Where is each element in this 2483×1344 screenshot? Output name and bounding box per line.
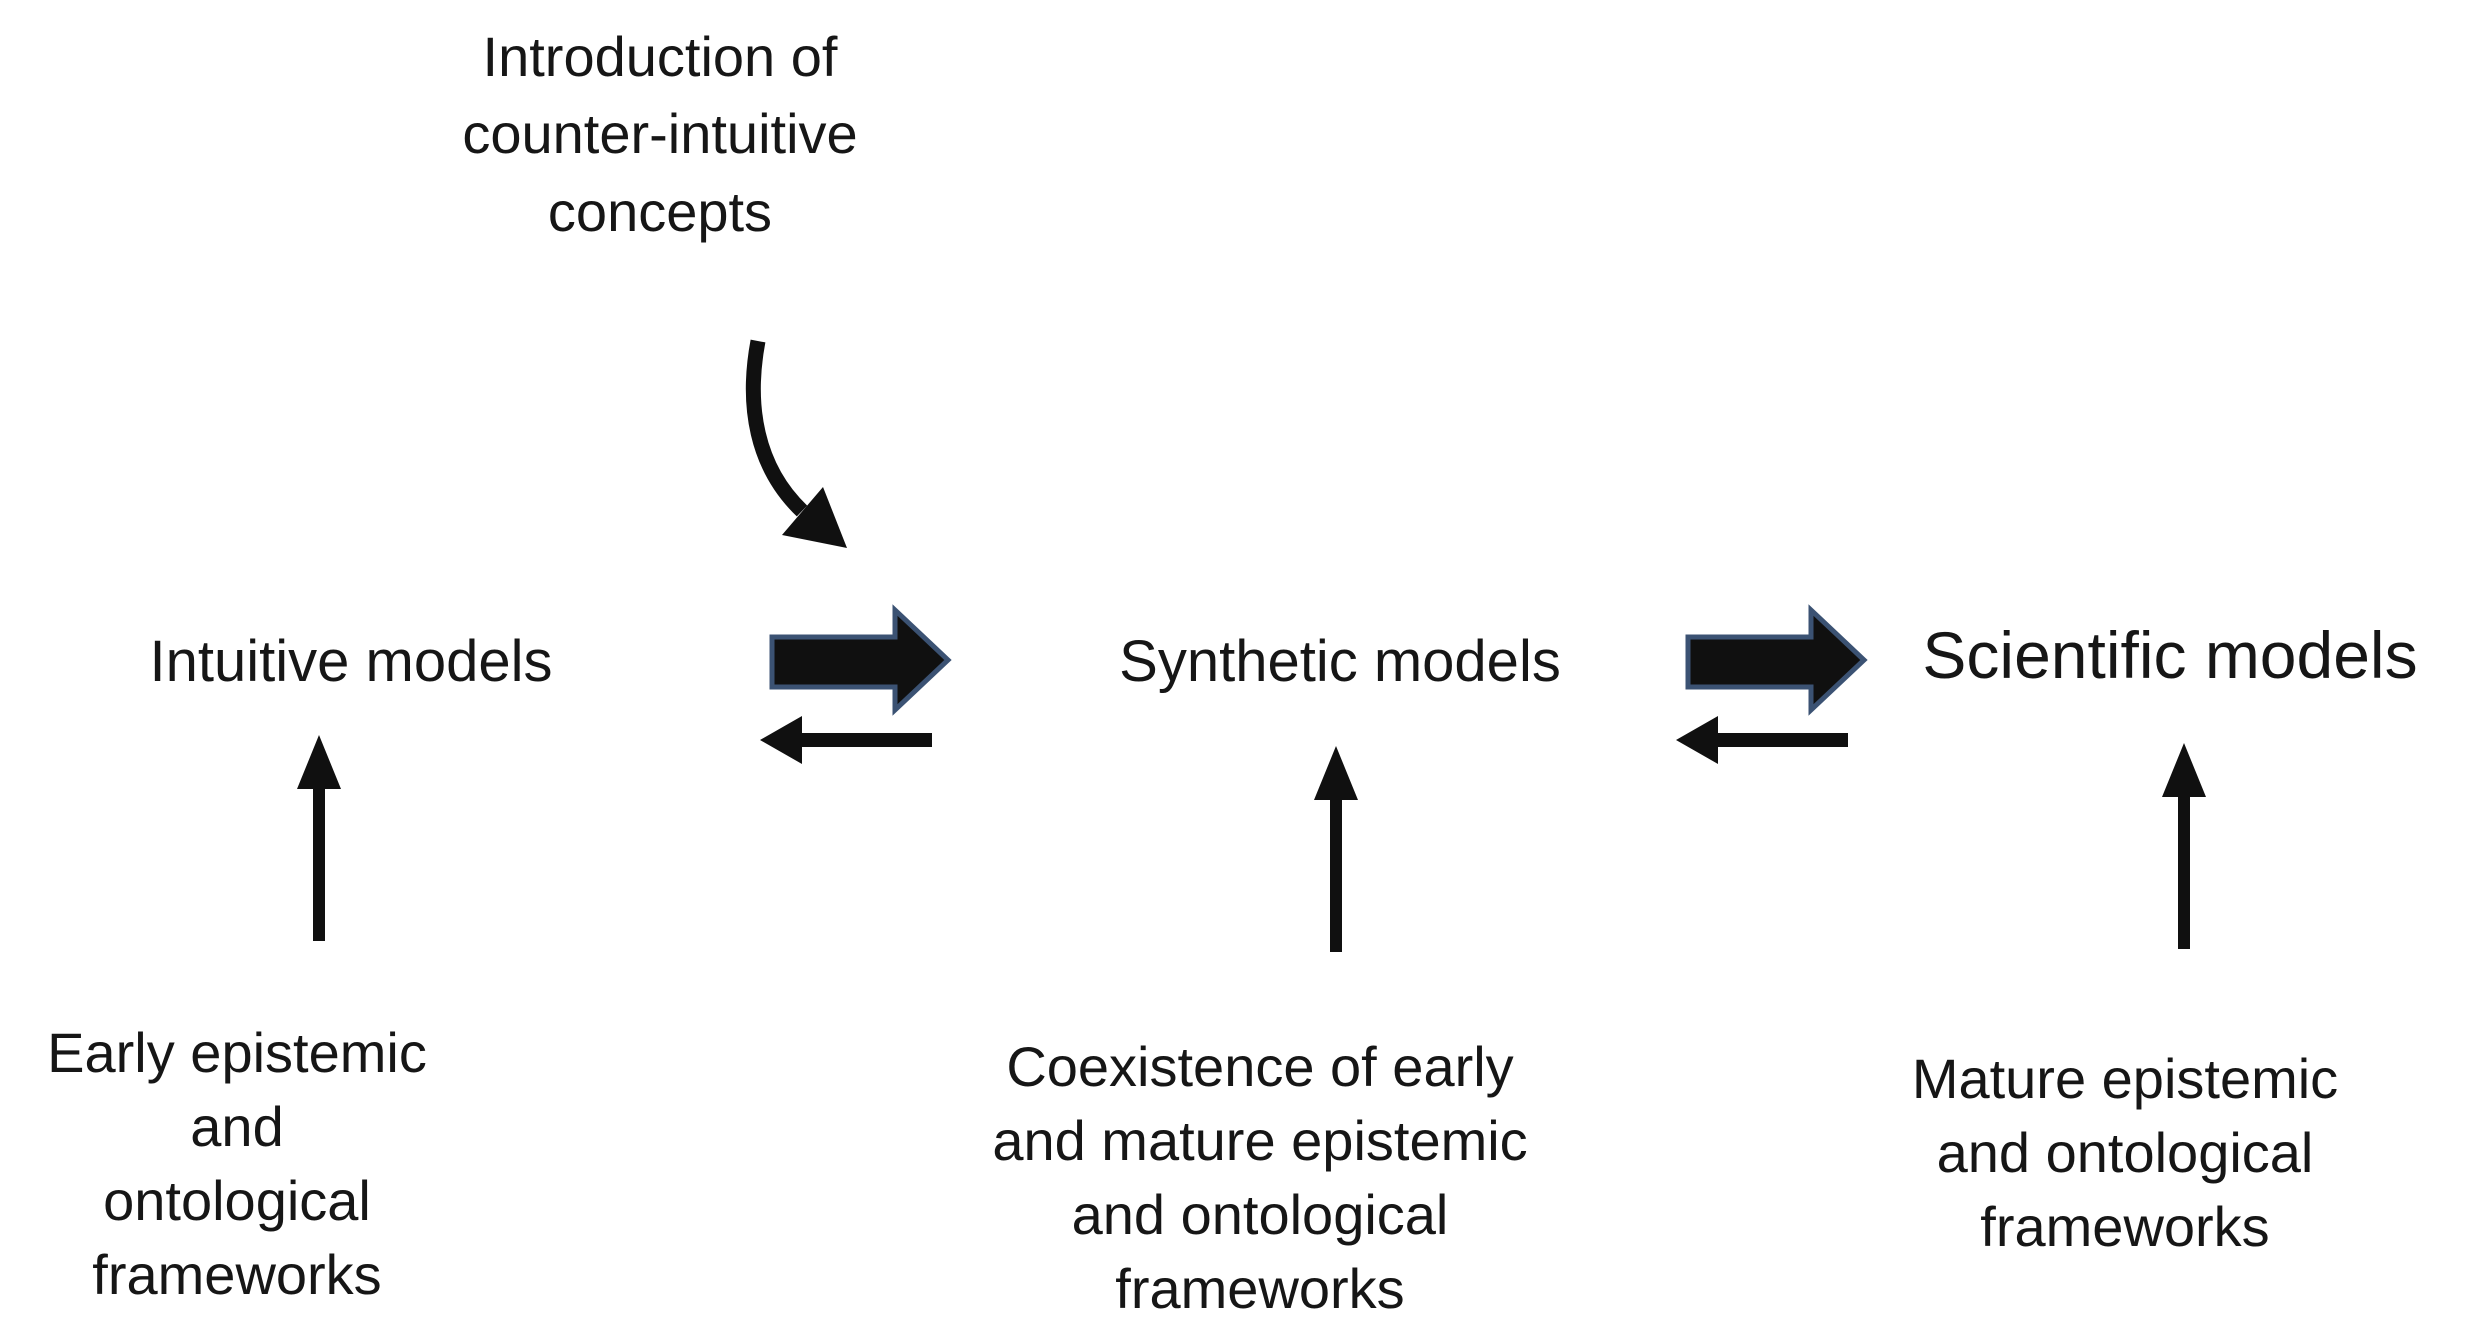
exchange-arrows-synthetic-scientific: [1676, 604, 1868, 764]
foundation-early-frameworks: Early epistemic and ontological framewor…: [47, 1021, 427, 1306]
foundation-mature-frameworks: Mature epistemic and ontological framewo…: [1911, 1047, 2339, 1258]
curved-arrow-shaft: [745, 339, 808, 517]
thick-right-arrow-icon: [1685, 604, 1868, 716]
thick-right-arrow-icon: [769, 604, 952, 716]
exchange-arrows-intuitive-synthetic: [760, 604, 952, 764]
up-arrow-icon: [2162, 743, 2206, 949]
up-arrow-shape: [2162, 743, 2206, 949]
up-arrow-shape: [297, 735, 341, 941]
curved-down-arrow-icon: [745, 339, 847, 548]
top-annotation-label: Introduction of counter-intuitive concep…: [462, 25, 858, 243]
node-intuitive-models: Intuitive models: [149, 629, 553, 694]
node-synthetic-models: Synthetic models: [1119, 629, 1561, 694]
thin-left-arrow-icon: [760, 716, 932, 764]
up-arrow-icon: [1314, 746, 1358, 952]
up-arrow-icon: [297, 735, 341, 941]
up-arrow-shape: [1314, 746, 1358, 952]
curved-arrow-head: [782, 487, 847, 548]
thin-left-arrow-icon: [1676, 716, 1848, 764]
foundation-coexistence-frameworks: Coexistence of early and mature epistemi…: [992, 1035, 1528, 1320]
node-scientific-models: Scientific models: [1922, 618, 2418, 692]
